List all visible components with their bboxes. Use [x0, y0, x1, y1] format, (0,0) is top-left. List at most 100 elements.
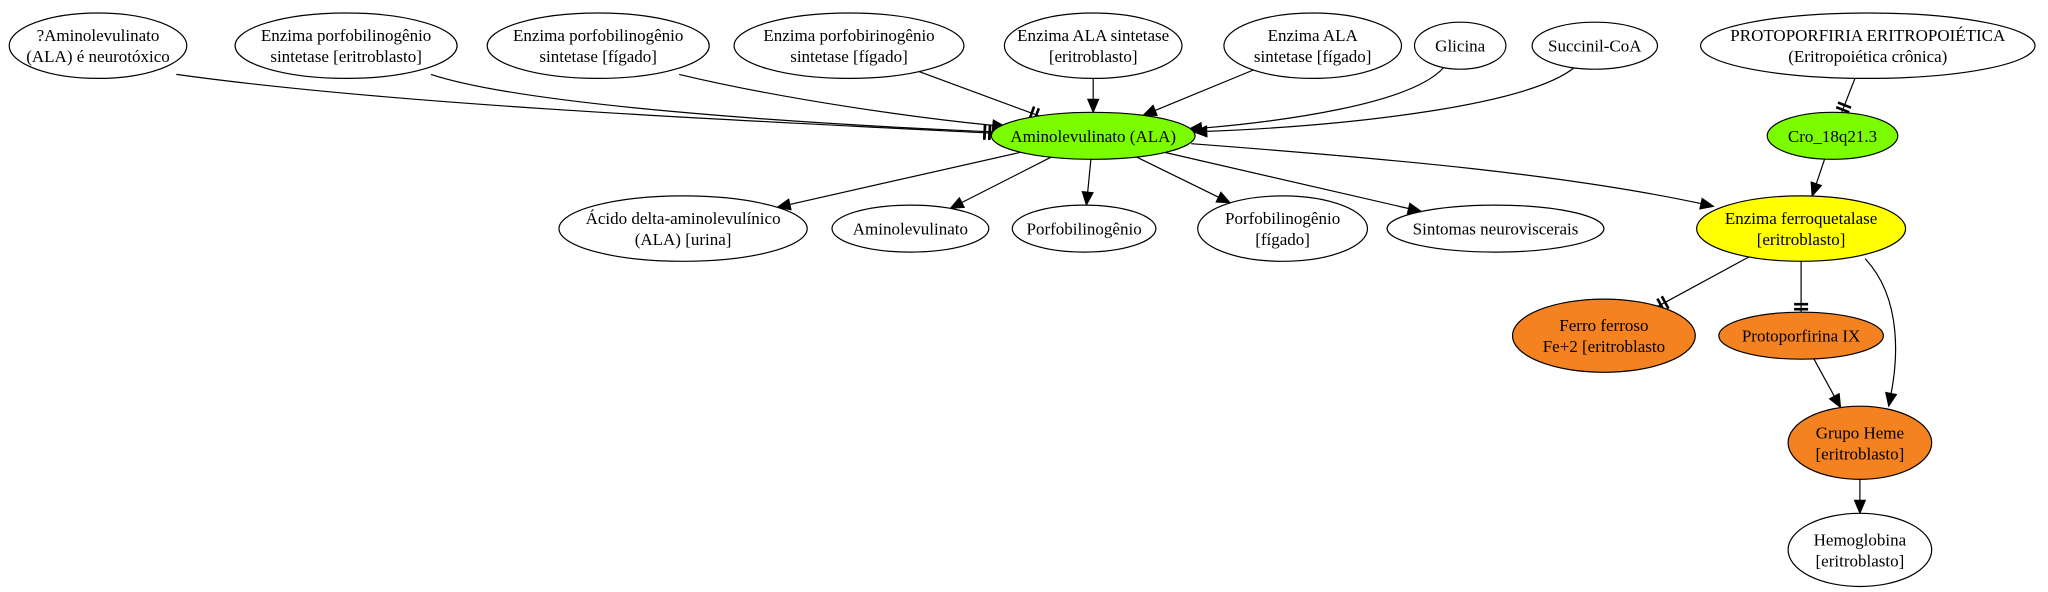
edge-ferroquetalase-to-protoporfirina_ix — [1794, 261, 1809, 313]
node-hemoglobina[interactable]: Hemoglobina[eritroblasto] — [1787, 512, 1933, 588]
node-protoporfiria[interactable]: PROTOPORFIRIA ERITROPOIÉTICA (Eritropoiét… — [1700, 12, 2036, 80]
edge-line — [1165, 151, 1409, 210]
edge-protoporfiria-to-cro — [1835, 78, 1856, 114]
edge-line — [176, 73, 993, 134]
edge-ala_center-to-aminolevulinato — [949, 156, 1052, 209]
node-ellipse — [1766, 111, 1899, 160]
edge-porfobirinogenio_sintetase_figado-to-ala_center — [918, 71, 1041, 122]
arrow-head — [775, 198, 792, 211]
node-label-line: Enzima porfobirinogênio — [763, 26, 934, 45]
node-porfobilinogenio[interactable]: Porfobilinogênio — [1011, 204, 1157, 253]
arrow-head — [949, 196, 966, 209]
edge-line — [430, 73, 993, 133]
node-ellipse — [831, 204, 990, 253]
node-label-line: sintetase [fígado] — [539, 47, 657, 66]
node-label-line: [fígado] — [1255, 230, 1310, 249]
node-ferroquetalase[interactable]: Enzima ferroquetalase [eritroblasto] — [1695, 195, 1907, 262]
node-label-line: Enzima porfobilinogênio — [513, 26, 683, 45]
node-label-line: (ALA) [urina] — [635, 230, 732, 249]
edge-ala_sintetase_figado-to-ala_center — [1141, 69, 1254, 117]
edge-line — [679, 73, 993, 126]
node-ellipse — [1718, 311, 1884, 360]
edge-line — [1206, 67, 1575, 132]
node-ellipse — [1413, 21, 1507, 70]
node-ellipse — [1011, 204, 1157, 253]
node-label-line: Grupo Heme — [1816, 423, 1904, 442]
node-ellipse — [1386, 204, 1605, 253]
edge-line — [1087, 159, 1092, 193]
node-label-line: sintetase [fígado] — [1254, 47, 1372, 66]
edge-porfobilinogenio_sintetase_eritroblasto-to-ala_center — [430, 73, 993, 139]
edge-line — [1841, 78, 1856, 113]
node-label-line: sintetase [eritroblasto] — [270, 47, 422, 66]
arrow-head — [1828, 392, 1842, 409]
edge-line — [1813, 358, 1835, 397]
node-porfobirinogenio-sintetase-figado[interactable]: Enzima porfobirinogênio sintetase [fígado… — [733, 12, 965, 80]
node-glicina[interactable]: Glicina — [1413, 21, 1507, 70]
inhibition-bar — [983, 124, 987, 139]
node-aminolevulinato[interactable]: Aminolevulinato — [831, 204, 990, 253]
node-grupo-heme[interactable]: Grupo Heme[eritroblasto] — [1787, 405, 1933, 480]
edge-line — [918, 71, 1040, 117]
node-label-line: Porfobilinogênio — [1026, 220, 1141, 239]
node-cro[interactable]: Cro_18q21.3 — [1766, 111, 1899, 160]
node-protoporfirina-ix[interactable]: Protoporfirina IX — [1718, 311, 1884, 360]
node-ellipse — [1003, 12, 1183, 80]
node-porfobilinogenio-figado[interactable]: Porfobilinogênio [fígado] — [1197, 195, 1369, 262]
edge-line — [1815, 159, 1826, 184]
node-label-line: Aminolevulinato (ALA) — [1010, 127, 1176, 146]
node-label-line: Ácido delta-aminolevulínico — [586, 209, 781, 228]
edge-line — [961, 156, 1052, 204]
node-label-line: Aminolevulinato — [853, 220, 968, 239]
edge-succinil_coa-to-ala_center — [1192, 67, 1575, 138]
node-label-line: Sintomas neuroviscerais — [1413, 220, 1579, 239]
arrow-head — [1086, 98, 1100, 114]
node-ellipse — [1695, 195, 1907, 262]
node-label-line: Enzima ALA sintetase — [1017, 26, 1169, 45]
inhibition-bar — [1837, 101, 1852, 109]
node-ellipse — [558, 195, 808, 262]
node-sintomas[interactable]: Sintomas neuroviscerais — [1386, 204, 1605, 253]
node-label-line: PROTOPORFIRIA ERITROPOIÉTICA — [1730, 26, 2006, 45]
node-ellipse — [733, 12, 965, 80]
edge-grupo_heme-to-hemoglobina — [1853, 479, 1867, 515]
node-porfobilinogenio-sintetase-figado[interactable]: Enzima porfobilinogênio sintetase [fígado… — [486, 12, 710, 80]
inhibition-bar — [1660, 295, 1670, 310]
node-ellipse — [1531, 21, 1659, 70]
arrow-head — [1215, 191, 1232, 204]
edge-ala_center-to-porfobilinogenio — [1081, 159, 1094, 207]
node-label-line: Protoporfirina IX — [1742, 327, 1861, 346]
arrow-head — [1141, 104, 1158, 117]
edge-line — [1136, 156, 1219, 198]
node-label-line: Ferro ferroso — [1559, 316, 1648, 335]
node-ellipse — [1223, 12, 1403, 80]
node-label-line: Porfobilinogênio — [1225, 209, 1340, 228]
node-ellipse — [1197, 195, 1369, 262]
node-succinil-coa[interactable]: Succinil-CoA — [1531, 21, 1659, 70]
node-ala-center[interactable]: Aminolevulinato (ALA) — [990, 111, 1196, 160]
inhibition-bar — [988, 124, 992, 139]
node-label-line: (ALA) é neurotóxico — [26, 47, 170, 66]
node-ala-sintetase-eritroblasto[interactable]: Enzima ALA sintetase [eritroblasto] — [1003, 12, 1183, 80]
node-label-line: (Eritropoiética crônica) — [1788, 47, 1947, 66]
node-label-line: [eritroblasto] — [1049, 47, 1138, 66]
edge-ala_center-to-ferroquetalase — [1191, 143, 1715, 210]
node-label-line: Enzima ferroquetalase — [1725, 209, 1877, 228]
inhibition-bar — [1835, 105, 1850, 114]
node-porfobilinogenio-sintetase-eritroblasto[interactable]: Enzima porfobilinogênio sintetase [eritro… — [234, 12, 458, 80]
node-acido-ala-urina[interactable]: Ácido delta-aminolevulínico (ALA) [urina] — [558, 195, 808, 262]
edge-ferroquetalase-to-ferro_ferroso — [1656, 256, 1750, 312]
node-label-line: Enzima porfobilinogênio — [261, 26, 431, 45]
arrow-head — [1081, 191, 1094, 207]
node-label-line: sintetase [fígado] — [790, 47, 908, 66]
arrow-head — [1192, 125, 1208, 138]
node-label-line: Cro_18q21.3 — [1788, 127, 1877, 146]
edge-porfobilinogenio_sintetase_figado-to-ala_center — [679, 73, 1007, 132]
node-label-line: [eritroblasto] — [1757, 230, 1846, 249]
node-ellipse — [1700, 12, 2036, 80]
edge-protoporfirina_ix-to-grupo_heme — [1813, 358, 1842, 409]
node-aminolevulinato-neurotoxico[interactable]: ?Aminolevulinato(ALA) é neurotóxico — [8, 12, 188, 80]
